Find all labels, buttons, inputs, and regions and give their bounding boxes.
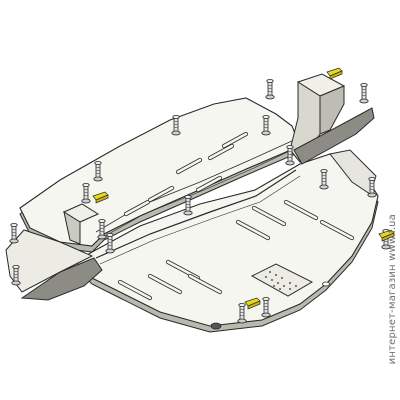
rubber-plug-icon (210, 322, 222, 330)
hex-bolt-icon (359, 83, 369, 104)
hex-bolt-icon (265, 79, 275, 100)
yellow-clip-icon (326, 67, 343, 80)
center-seam (95, 169, 297, 259)
right-bracket-side (319, 85, 345, 135)
small-hole (322, 281, 330, 287)
center-seam-2 (99, 175, 301, 265)
watermark: интернет-магазин www.f.ua (387, 214, 398, 365)
front-plate-ridge-2 (97, 147, 297, 241)
perforated-panel (250, 263, 314, 297)
right-dark-strip (293, 107, 375, 165)
hex-bolt-icon (183, 194, 193, 216)
left-side-flap (5, 229, 94, 293)
hex-bolt-icon (9, 222, 19, 244)
left-bracket-face (63, 210, 81, 245)
